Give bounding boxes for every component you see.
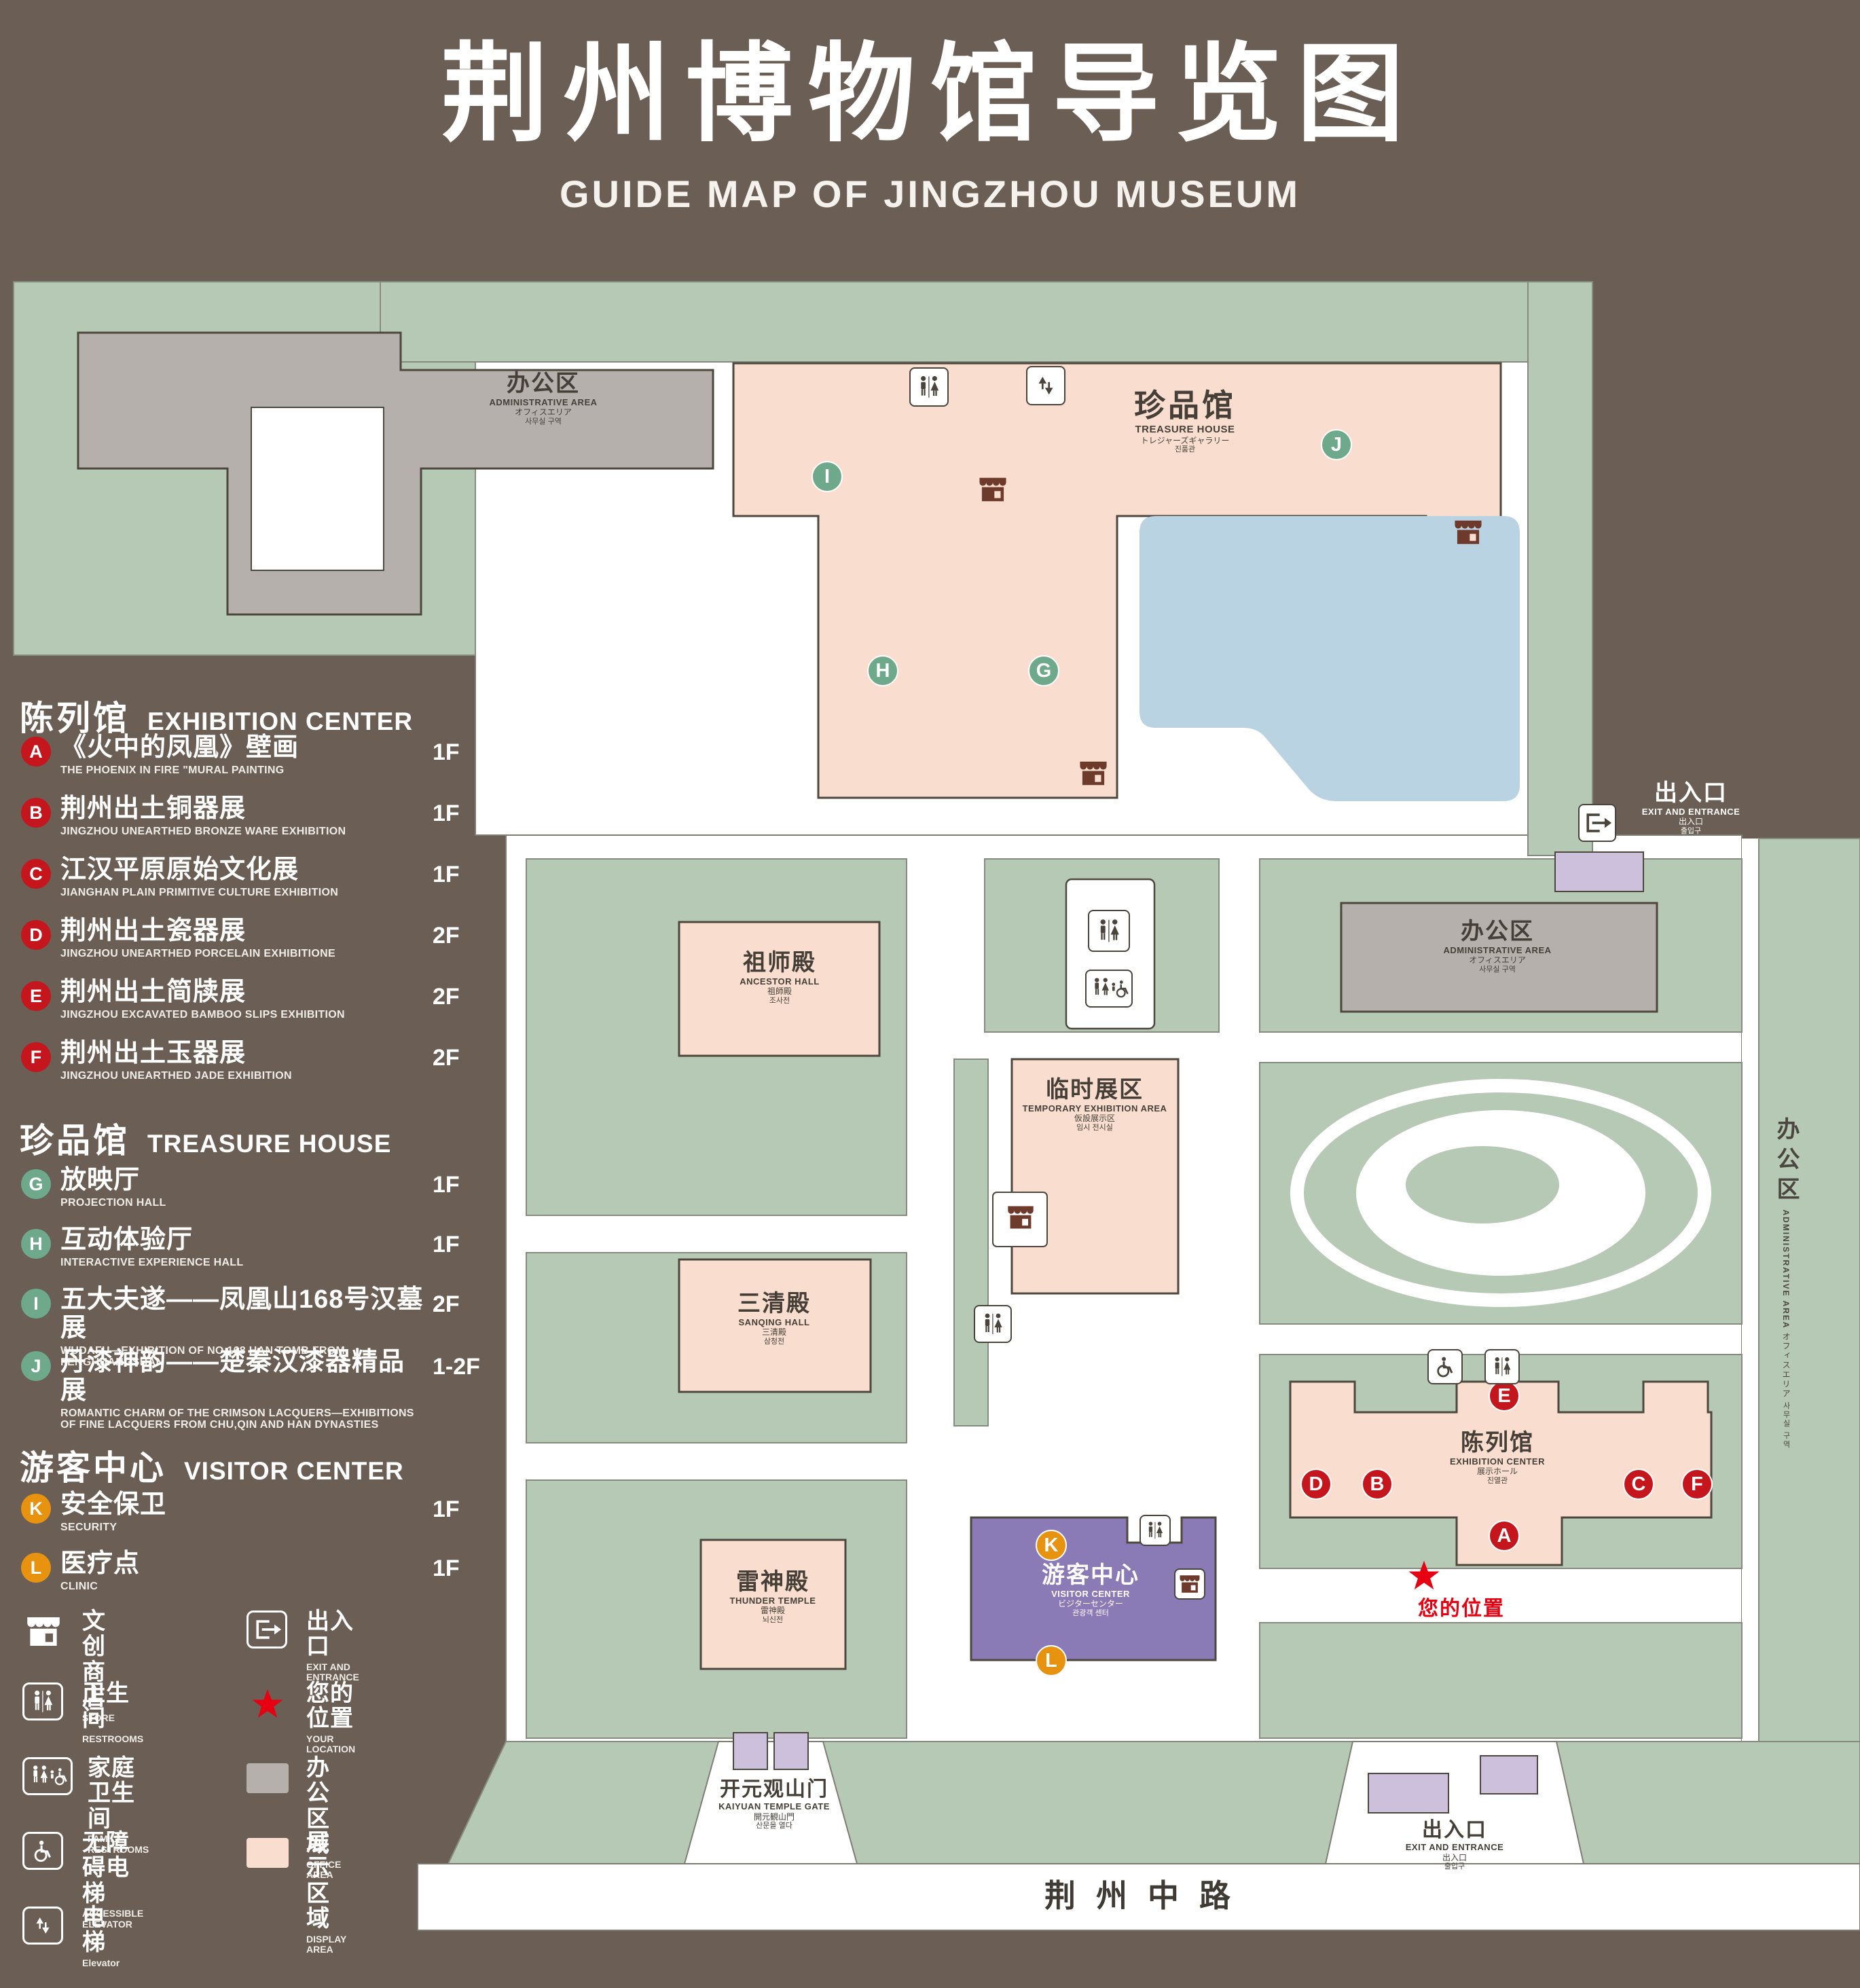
label-admin-east: 办公区 ADMINISTRATIVE AREA オフィスエリア 사무실 구역 [1773, 1117, 1799, 1450]
label-thunder-temple: 雷神殿 THUNDER TEMPLE 雷神殿 뇌신전 [729, 1569, 816, 1624]
green-mid-strip [953, 1059, 989, 1426]
store-icon [1174, 1568, 1205, 1600]
header: 荆州博物馆导览图 GUIDE MAP OF JINGZHOU MUSEUM [0, 0, 1860, 216]
marker-G-dot: G [21, 1169, 51, 1199]
east-entrance-pad [1554, 851, 1644, 892]
location-star-icon [241, 1682, 294, 1725]
gate-pad-left [733, 1732, 768, 1770]
admin-building-ne [1340, 902, 1658, 1013]
sanqing-hall-building [678, 1258, 872, 1393]
marker-K-dot: K [21, 1494, 51, 1524]
marker-L-dot: L [21, 1553, 51, 1583]
exhibition-center-building [1289, 1380, 1713, 1566]
exit-icon [1578, 804, 1616, 842]
garden-island [1406, 1146, 1559, 1223]
marker-B-dot: B [21, 798, 51, 828]
family-restroom-icon [1085, 970, 1133, 1008]
restroom-icon [974, 1305, 1012, 1343]
store-icon [17, 1610, 70, 1653]
legend-heading-treasure-house: 珍品馆 TREASURE HOUSE [20, 1122, 392, 1160]
accessible-elevator-icon [22, 1832, 63, 1870]
label-temporary-exhibition: 临时展区 TEMPORARY EXHIBITION AREA 仮設展示区 임시 … [1022, 1077, 1167, 1132]
legend-heading-visitor-center: 游客中心 VISITOR CENTER [20, 1449, 404, 1487]
page-subtitle: GUIDE MAP OF JINGZHOU MUSEUM [559, 172, 1300, 215]
elevator-icon [22, 1907, 63, 1945]
map-marker-J: J [1321, 429, 1352, 460]
south-entrance-pad-left [1368, 1773, 1449, 1814]
marker-H-dot: H [21, 1229, 51, 1259]
green-south-band [447, 1741, 1860, 1864]
office-area-swatch [241, 1757, 294, 1799]
legend-heading-exhibition-center: 陈列馆 EXHIBITION CENTER [20, 699, 414, 737]
restroom-icon [22, 1682, 63, 1720]
page-title: 荆州博物馆导览图 [441, 35, 1419, 154]
gate-pad-right [773, 1732, 809, 1770]
label-road: 荆州中路 [1044, 1878, 1251, 1913]
admin-building-nw [77, 331, 714, 616]
map-marker-K: K [1036, 1530, 1067, 1561]
map-marker-G: G [1028, 655, 1059, 686]
temporary-exhibition-building [1010, 1058, 1180, 1295]
treasure-house-building [732, 362, 1502, 799]
label-east-exit: 出入口 EXIT AND ENTRANCE 出入口 출입구 [1641, 780, 1740, 835]
map-marker-D: D [1300, 1469, 1332, 1500]
label-ancestor-hall: 祖师殿 ANCESTOR HALL 祖師殿 조사전 [740, 950, 820, 1005]
map-marker-F: F [1681, 1469, 1713, 1500]
map-marker-H: H [867, 655, 898, 686]
label-admin-nw: 办公区 ADMINISTRATIVE AREA オフィスエリア 사무실 구역 [489, 371, 598, 426]
jingzhou-middle-road [417, 1863, 1860, 1931]
family-restroom-icon [22, 1757, 73, 1795]
label-visitor-center: 游客中心 VISITOR CENTER ビジターセンター 관광객 센터 [1042, 1562, 1139, 1617]
map-marker-A: A [1489, 1520, 1520, 1551]
green-south-block [1259, 1622, 1743, 1739]
store-icon [1006, 1204, 1036, 1230]
green-east-strip [1758, 838, 1860, 1742]
green-top-strip [380, 281, 1593, 363]
location-star-icon [1407, 1559, 1441, 1591]
water-pond [1139, 516, 1520, 801]
store-icon [1078, 760, 1109, 787]
restroom-icon [1484, 1349, 1520, 1384]
marker-D-dot: D [21, 920, 51, 950]
garden-loop-path [1290, 1079, 1711, 1307]
map-marker-L: L [1036, 1645, 1067, 1676]
marker-C-dot: C [21, 859, 51, 889]
label-exhibition-center: 陈列馆 EXHIBITION CENTER 展示ホール 진열관 [1450, 1430, 1545, 1485]
restroom-icon [1139, 1515, 1171, 1546]
map-marker-E: E [1489, 1380, 1520, 1412]
elevator-icon [1026, 366, 1065, 405]
label-your-location: 您的位置 [1418, 1598, 1505, 1620]
label-sanqing-hall: 三清殿 SANQING HALL 三清殿 삼청전 [737, 1291, 811, 1346]
display-area-swatch [241, 1832, 294, 1874]
green-ne-strip [1527, 281, 1593, 856]
thunder-temple-building [699, 1539, 847, 1670]
label-admin-ne: 办公区 ADMINISTRATIVE AREA オフィスエリア 사무실 구역 [1443, 919, 1552, 974]
map-marker-B: B [1362, 1469, 1393, 1500]
marker-A-dot: A [21, 737, 51, 767]
exit-icon [247, 1610, 287, 1649]
map-marker-I: I [812, 461, 843, 492]
marker-E-dot: E [21, 981, 51, 1011]
map-marker-C: C [1623, 1469, 1654, 1500]
accessible-elevator-icon [1427, 1349, 1463, 1384]
south-entrance-pad-right [1480, 1755, 1538, 1794]
store-icon [1453, 519, 1484, 546]
restroom-icon [1088, 910, 1130, 952]
marker-J-dot: J [21, 1351, 51, 1381]
marker-I-dot: I [21, 1289, 51, 1319]
store-icon [977, 476, 1008, 503]
restroom-icon [909, 367, 949, 407]
label-south-exit: 出入口 EXIT AND ENTRANCE 出入口 출입구 [1405, 1819, 1504, 1871]
label-kaiyuan-gate: 开元观山门 KAIYUAN TEMPLE GATE 開元観山門 산문을 열다 [718, 1778, 830, 1830]
marker-F-dot: F [21, 1042, 51, 1072]
label-treasure-house: 珍品馆 TREASURE HOUSE トレジャーズギャラリー 진품관 [1134, 388, 1236, 454]
ancestor-hall-building [678, 921, 881, 1057]
east-path [1742, 839, 1759, 1742]
admin-nw-courtyard [251, 407, 384, 571]
